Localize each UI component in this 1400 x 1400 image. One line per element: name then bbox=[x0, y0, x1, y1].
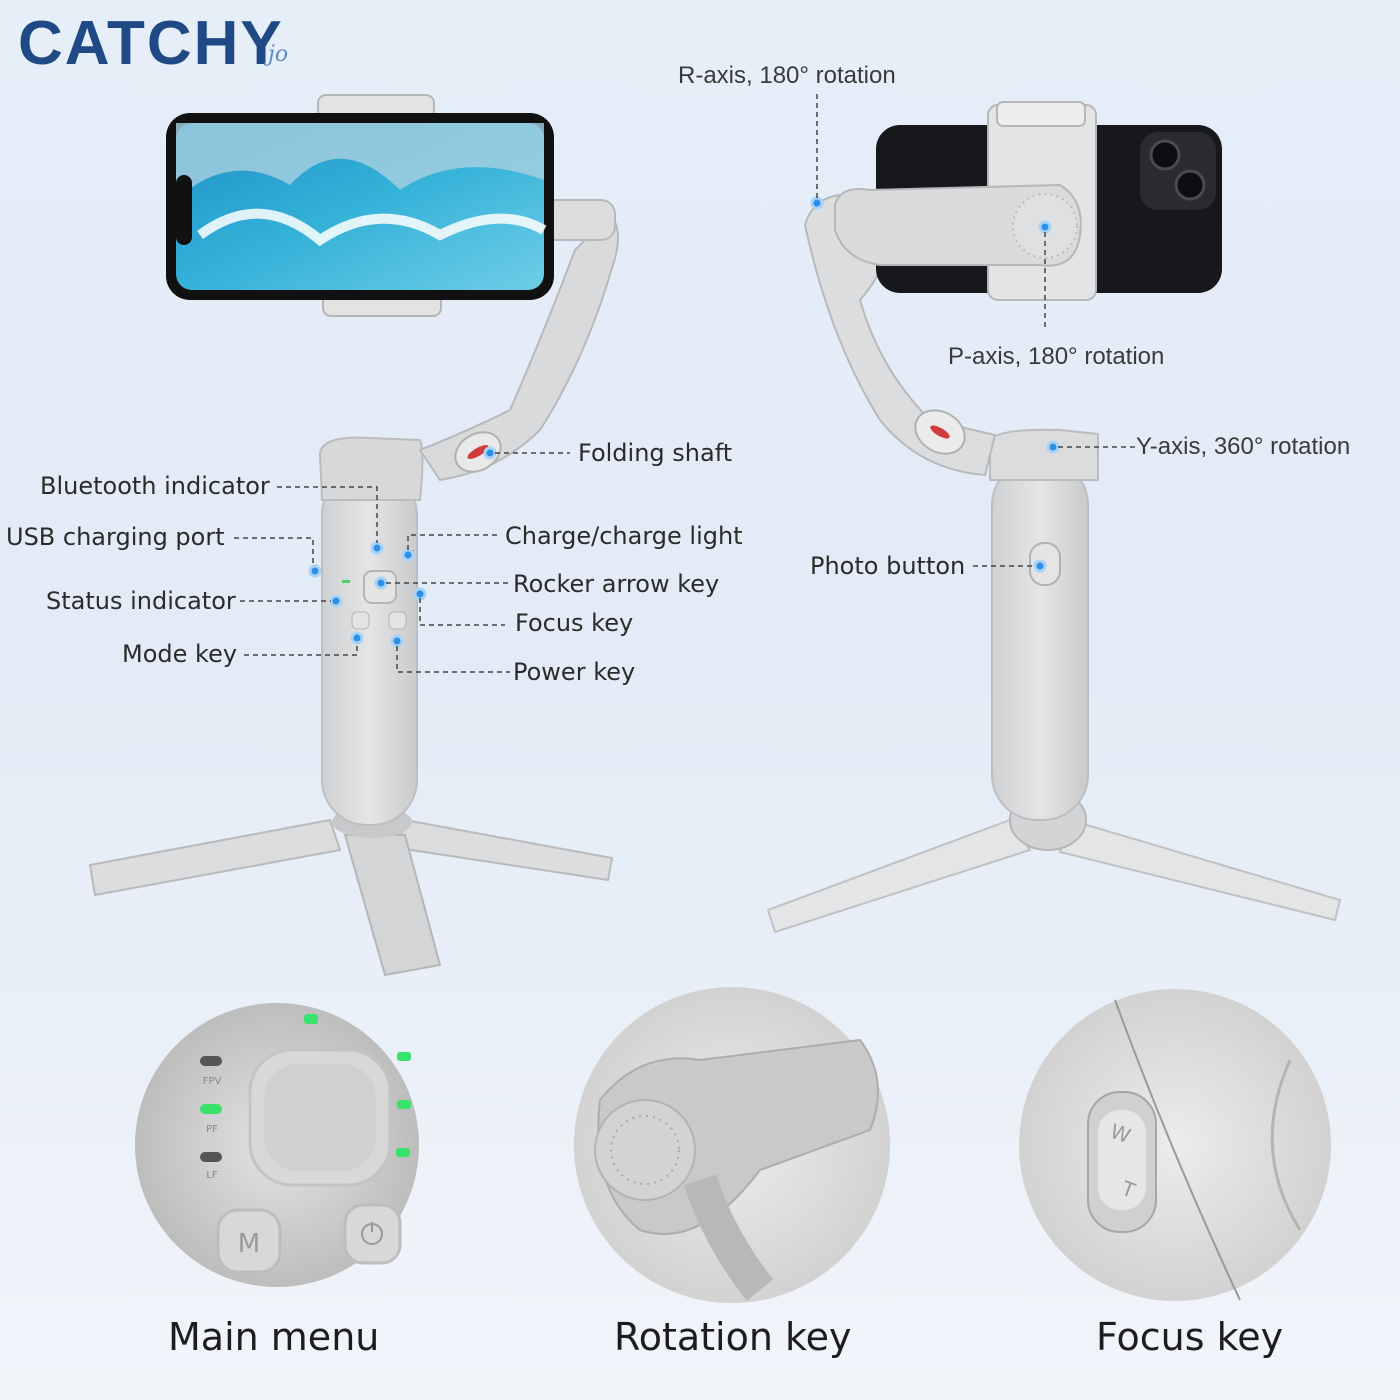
mode-key-letter: M bbox=[238, 1229, 260, 1259]
label-charge-light: Charge/charge light bbox=[505, 522, 743, 550]
caption-focus-key: Focus key bbox=[1096, 1315, 1284, 1359]
label-focus-key: Focus key bbox=[515, 609, 634, 637]
gimbal-front-view bbox=[88, 94, 619, 977]
label-folding-shaft: Folding shaft bbox=[578, 439, 733, 467]
label-bluetooth-indicator: Bluetooth indicator bbox=[40, 472, 270, 500]
leader-lines bbox=[234, 92, 1135, 673]
label-rocker-key: Rocker arrow key bbox=[513, 570, 720, 598]
caption-main-menu: Main menu bbox=[168, 1315, 380, 1359]
label-r-axis: R-axis, 180° rotation bbox=[678, 62, 896, 89]
brand-logo: CATCHY bbox=[18, 9, 284, 78]
led-label-fpv: FPV bbox=[203, 1076, 222, 1087]
caption-rotation-key: Rotation key bbox=[614, 1315, 852, 1359]
label-y-axis: Y-axis, 360° rotation bbox=[1136, 433, 1351, 460]
gimbal-side-view bbox=[766, 101, 1342, 934]
label-power-key: Power key bbox=[513, 658, 636, 686]
label-p-axis: P-axis, 180° rotation bbox=[948, 343, 1165, 370]
closeup-main-menu: FPV PF LF M bbox=[135, 1003, 419, 1287]
label-mode-key: Mode key bbox=[122, 640, 238, 668]
led-label-pf: PF bbox=[206, 1124, 218, 1135]
closeup-rotation-key bbox=[574, 987, 890, 1303]
label-usb-port: USB charging port bbox=[6, 523, 225, 551]
label-photo-button: Photo button bbox=[810, 552, 966, 580]
closeup-focus-key: W T bbox=[1019, 989, 1331, 1301]
led-label-lf: LF bbox=[206, 1170, 218, 1181]
brand-logo-sub: jo bbox=[268, 42, 289, 67]
label-status-indicator: Status indicator bbox=[46, 587, 236, 615]
